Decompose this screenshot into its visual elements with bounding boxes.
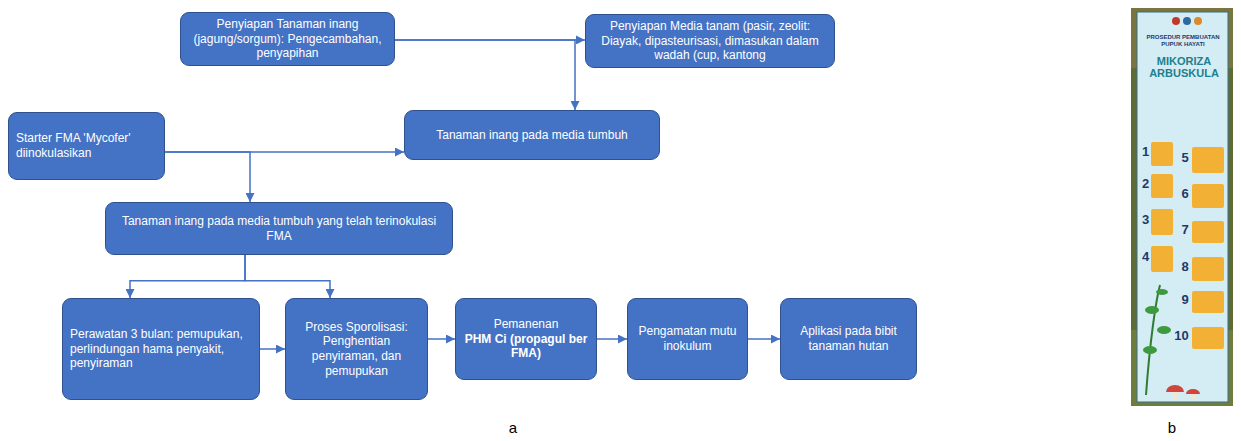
panel-letter: b [1162, 419, 1182, 436]
step-number: 9 [1179, 293, 1191, 308]
banner-heading: MIKORIZA ARBUSKULA [1146, 56, 1222, 79]
box-text: Perawatan 3 bulan: pemupukan, perlindung… [70, 327, 252, 371]
box-text: PHM Ci (propagul ber FMA) [463, 332, 589, 361]
plant-leaf [1156, 289, 1168, 295]
step-box [1192, 221, 1224, 243]
step-box [1151, 246, 1173, 272]
step-number: 8 [1179, 260, 1191, 275]
banner-title: PROSEDUR PEMBUATAN PUPUK HAYATI [1141, 34, 1225, 48]
box-text: Penyiapan Media tanam (pasir, zeolit: Di… [593, 19, 827, 63]
mushroom-cap [1166, 385, 1184, 392]
step-box [1192, 327, 1224, 349]
step-number: 1 [1140, 145, 1151, 160]
box-text: Pemanenan [463, 317, 589, 332]
step-number: 3 [1140, 213, 1151, 228]
flow-arrow [165, 152, 250, 202]
mushroom-stem [1173, 392, 1177, 399]
step-number: 6 [1179, 187, 1191, 202]
process-box: Tanaman inang pada media tumbuh yang tel… [105, 202, 453, 255]
box-text: Tanaman inang pada media tumbuh yang tel… [113, 214, 445, 243]
step-number: 10 [1172, 329, 1191, 344]
panel-letter: a [503, 419, 523, 436]
box-text: Tanaman inang pada media tumbuh [412, 128, 652, 143]
flow-arrow [395, 40, 575, 110]
box-text: Penyiapan Tanaman inang (jagung/sorgum):… [188, 17, 387, 61]
step-box [1151, 142, 1173, 166]
flow-arrow [130, 255, 245, 298]
step-box [1192, 147, 1224, 173]
logo-icon [1172, 17, 1180, 25]
box-text: Aplikasi pada bibit tanaman hutan [788, 324, 909, 353]
step-number: 2 [1140, 177, 1151, 192]
box-text: Proses Sporolisasi: Penghentian penyiram… [293, 320, 420, 379]
step-number: 4 [1140, 250, 1151, 265]
plant-stem [1146, 285, 1160, 395]
plant-leaf [1157, 326, 1171, 334]
plant-leaf [1143, 346, 1157, 354]
process-box: PemanenanPHM Ci (propagul ber FMA) [455, 298, 597, 380]
logo-icon [1194, 17, 1202, 25]
process-box: Penyiapan Tanaman inang (jagung/sorgum):… [180, 12, 395, 66]
step-box [1151, 174, 1173, 198]
step-box [1192, 184, 1224, 208]
process-box: Penyiapan Media tanam (pasir, zeolit: Di… [585, 14, 835, 68]
process-box: Pengamatan mutu inokulum [627, 298, 748, 380]
process-box: Starter FMA 'Mycofer' diinokulasikan [8, 112, 165, 180]
step-number: 7 [1179, 223, 1191, 238]
step-box [1192, 291, 1224, 313]
flow-arrow [597, 338, 627, 340]
flow-arrow [245, 255, 330, 298]
process-box: Proses Sporolisasi: Penghentian penyiram… [285, 298, 428, 400]
step-box [1151, 209, 1173, 235]
step-number: 5 [1179, 151, 1191, 166]
logo-icon [1183, 17, 1191, 25]
plant-leaf [1145, 306, 1159, 314]
flow-arrow [428, 338, 455, 340]
box-text: Pengamatan mutu inokulum [635, 324, 740, 353]
mushroom-cap [1186, 389, 1200, 394]
banner-cloth [1137, 12, 1228, 402]
mushroom-stem [1191, 394, 1195, 399]
process-box: Perawatan 3 bulan: pemupukan, perlindung… [62, 298, 260, 400]
photo-background [1131, 8, 1233, 406]
step-box [1192, 257, 1224, 281]
process-box: Tanaman inang pada media tumbuh [404, 110, 660, 160]
box-text: Starter FMA 'Mycofer' diinokulasikan [16, 131, 157, 160]
flow-arrow [260, 348, 285, 350]
flow-arrow [748, 338, 780, 340]
process-box: Aplikasi pada bibit tanaman hutan [780, 298, 917, 380]
